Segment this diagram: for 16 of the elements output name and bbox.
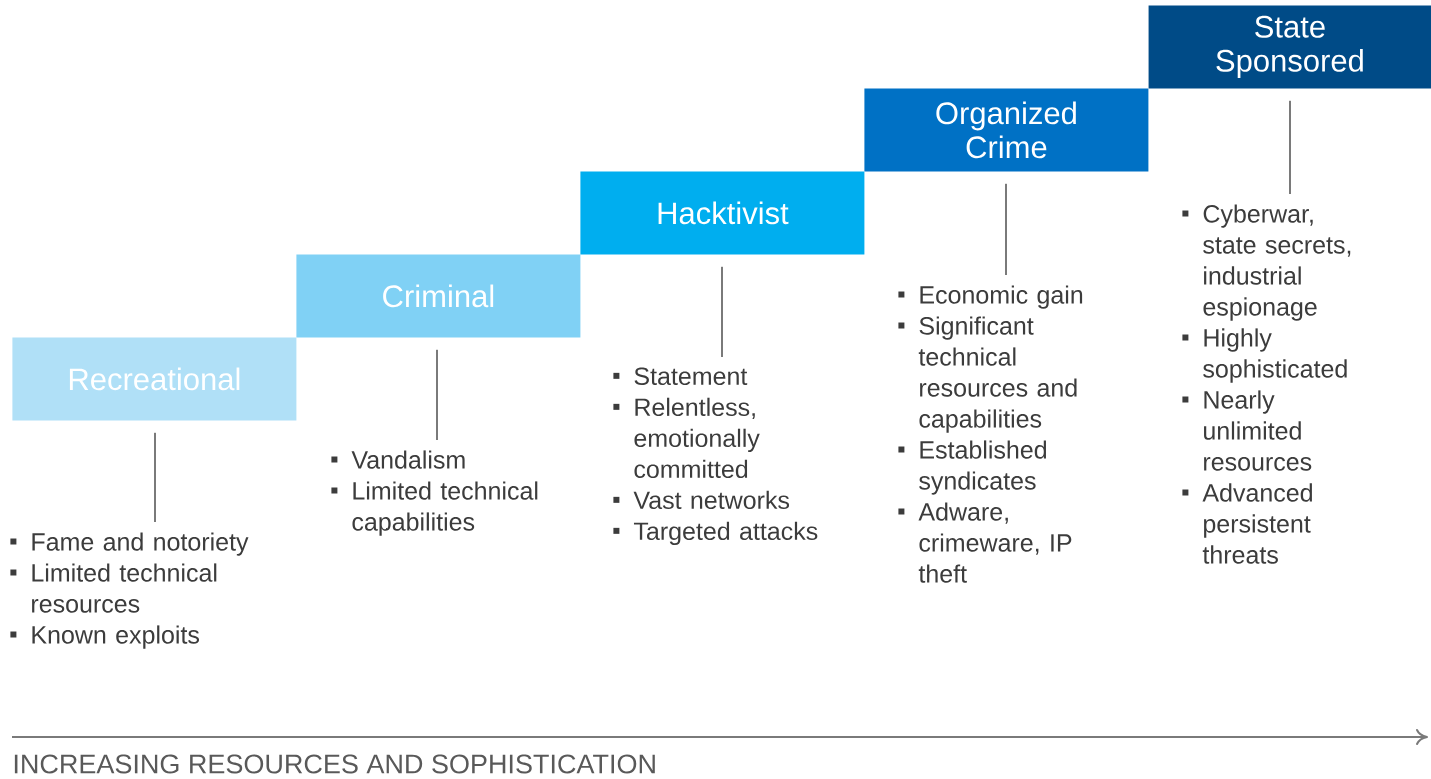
connector-line (1005, 182, 1007, 276)
bullet-list: Cyberwar, state secrets, industrial espionage Highly sophisticated Nearly unlimited resources Advanced persistent threats (1182, 204, 1351, 564)
connector-line (1289, 99, 1291, 195)
step-box: Hacktivist (580, 171, 865, 255)
step-box: Organized Crime (864, 88, 1149, 172)
connector-line (154, 431, 156, 523)
bullet-list: Statement Relentless, emotionally committed Vast networks Targeted attacks (613, 367, 818, 545)
step-box: State Sponsored (1148, 5, 1431, 89)
bullet-list: Vandalism Limited technical capabilities (331, 450, 538, 536)
step-box: Recreational (12, 337, 297, 421)
axis-label: INCREASING RESOURCES AND SOPHISTICATION (14, 754, 655, 774)
bullet-list: Fame and notoriety Limited technical resources Known exploits (10, 532, 249, 649)
connector-line (436, 348, 438, 441)
bullet-list: Economic gain Significant technical resources and capabilities Established syndicates Adware, crimeware, IP theft (898, 285, 1083, 583)
connector-line (721, 265, 723, 358)
step-box: Criminal (296, 254, 581, 338)
